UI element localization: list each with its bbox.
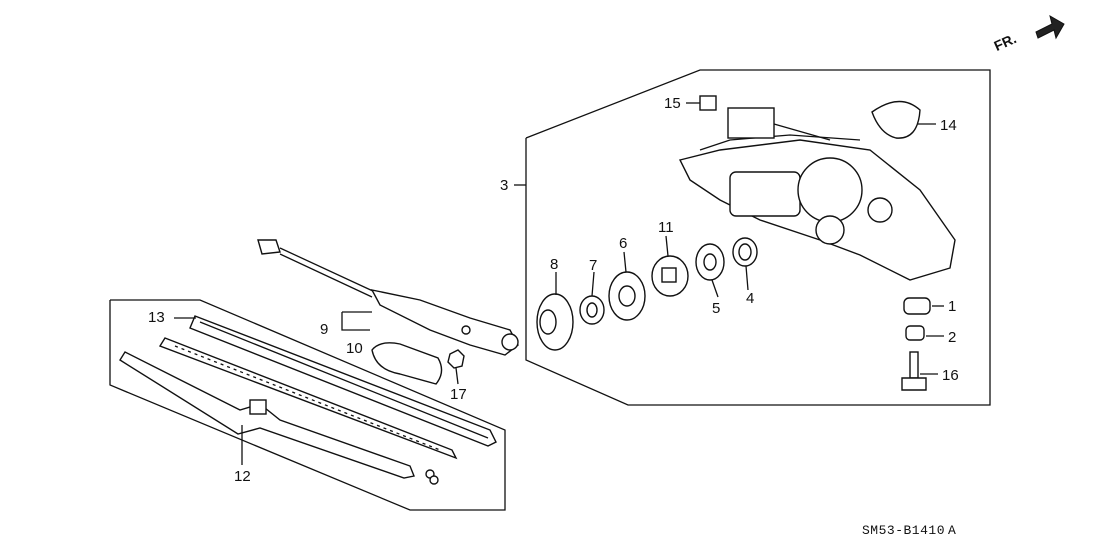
wiper-blade-group-outline	[109, 299, 506, 511]
grommet-1	[903, 297, 931, 315]
blade-assembly	[119, 351, 439, 485]
seal-6	[608, 271, 646, 321]
callout-8: 8	[550, 256, 559, 273]
bolt-16	[901, 351, 927, 391]
callout-5: 5	[712, 300, 721, 317]
motor-assembly-group-outline	[525, 69, 991, 406]
callout-14: 14	[940, 117, 957, 134]
gasket-11	[651, 255, 689, 297]
callout-7: 7	[589, 257, 598, 274]
wiper-arm	[257, 239, 519, 356]
collar-2	[905, 325, 925, 341]
callout-17: 17	[450, 386, 467, 403]
callout-11: 11	[658, 219, 674, 236]
callout-13: 13	[148, 309, 165, 326]
washer-4	[732, 237, 758, 267]
shaft-cap	[536, 293, 574, 351]
harness-clamp	[871, 100, 921, 139]
callout-10: 10	[346, 340, 363, 357]
callout-2: 2	[948, 329, 957, 346]
blade-refill	[158, 337, 458, 460]
drawing-code-number: SM53-B1410	[862, 523, 946, 538]
callout-6: 6	[619, 235, 628, 252]
callout-12: 12	[234, 468, 251, 485]
arm-cap	[371, 342, 443, 385]
callout-15: 15	[664, 95, 681, 112]
callout-3: 3	[500, 177, 509, 194]
leader-lines	[174, 102, 944, 465]
washer-7	[579, 295, 605, 325]
wiper-motor-assembly	[678, 107, 956, 281]
arm-nut	[447, 349, 465, 369]
drawing-code-suffix: A	[948, 523, 957, 538]
callout-4: 4	[746, 290, 755, 307]
callout-1: 1	[948, 298, 957, 315]
callout-9: 9	[320, 321, 329, 338]
front-direction-arrow-icon	[1035, 14, 1065, 40]
connector-clip	[699, 95, 717, 111]
blade-rubber	[189, 315, 497, 447]
callout-16: 16	[942, 367, 959, 384]
bushing-5	[695, 243, 725, 281]
